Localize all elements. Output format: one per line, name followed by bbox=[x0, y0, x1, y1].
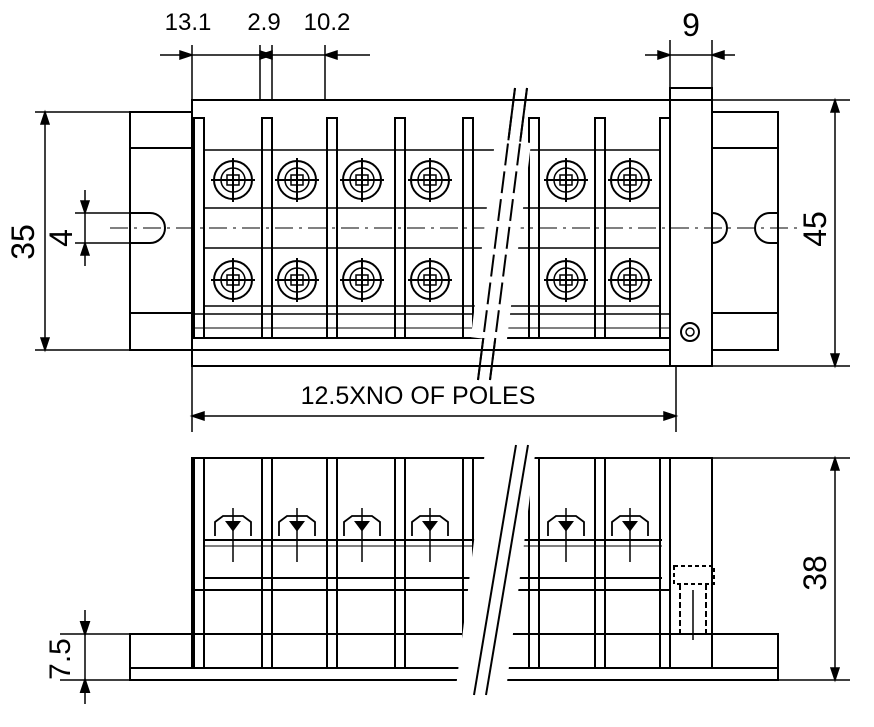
top-barrier bbox=[326, 117, 338, 339]
screw-icon bbox=[544, 158, 588, 202]
dimension-labels: 13.1 2.9 10.2 9 35 4 45 38 7.5 12.5XNO O… bbox=[5, 7, 833, 680]
terminal-pitch-label: 13.1 bbox=[165, 9, 212, 36]
length-dimension bbox=[189, 366, 679, 432]
terminal-clamp bbox=[278, 508, 316, 562]
screw-icon bbox=[275, 258, 319, 302]
screw-icon bbox=[340, 158, 384, 202]
end-block bbox=[669, 87, 713, 367]
terminal-clamp bbox=[411, 508, 449, 562]
terminal-clamp bbox=[343, 508, 381, 562]
side-body bbox=[191, 457, 671, 669]
right-mounting-ear bbox=[711, 111, 779, 351]
terminal-width-label: 10.2 bbox=[304, 9, 351, 36]
screw-icon bbox=[544, 258, 588, 302]
side-view bbox=[60, 444, 779, 704]
mount-height-label: 35 bbox=[5, 224, 41, 260]
terminal-clamp bbox=[214, 508, 252, 562]
terminal-clamp bbox=[611, 508, 649, 562]
right-mount-slot bbox=[754, 212, 778, 244]
screw-icon bbox=[211, 158, 255, 202]
slot-width-label: 4 bbox=[43, 229, 79, 247]
side-barrier bbox=[326, 457, 338, 669]
top-screws bbox=[211, 158, 652, 302]
side-barrier bbox=[659, 457, 671, 669]
side-clamps bbox=[214, 508, 649, 562]
screw-icon bbox=[608, 258, 652, 302]
left-dimension-lines bbox=[35, 109, 130, 353]
side-barrier bbox=[261, 457, 273, 669]
base-height-label: 7.5 bbox=[44, 638, 77, 680]
screw-icon bbox=[408, 158, 452, 202]
side-barrier bbox=[594, 457, 606, 669]
side-barriers bbox=[193, 457, 671, 669]
screw-icon bbox=[211, 258, 255, 302]
terminal-clamp bbox=[547, 508, 585, 562]
length-formula-label: 12.5XNO OF POLES bbox=[301, 382, 536, 410]
screw-icon bbox=[340, 258, 384, 302]
screw-icon bbox=[275, 158, 319, 202]
top-view bbox=[110, 87, 800, 381]
top-barrier bbox=[261, 117, 273, 339]
screw-icon bbox=[608, 158, 652, 202]
top-barriers bbox=[193, 117, 671, 339]
end-screw-icon bbox=[680, 322, 700, 342]
end-block-width-label: 9 bbox=[682, 7, 700, 43]
top-barrier bbox=[394, 117, 406, 339]
total-height-label: 45 bbox=[797, 211, 833, 247]
right-dimension-lines bbox=[670, 97, 850, 683]
side-barrier bbox=[394, 457, 406, 669]
top-body bbox=[191, 99, 671, 367]
left-mount-slot bbox=[130, 212, 166, 244]
side-barrier bbox=[193, 457, 205, 669]
top-dimension-lines bbox=[160, 40, 735, 100]
end-screw-side bbox=[673, 565, 715, 585]
block-height-label: 38 bbox=[797, 555, 833, 591]
barrier-width-label: 2.9 bbox=[247, 9, 280, 36]
side-base-plate bbox=[129, 633, 779, 681]
screw-icon bbox=[408, 258, 452, 302]
